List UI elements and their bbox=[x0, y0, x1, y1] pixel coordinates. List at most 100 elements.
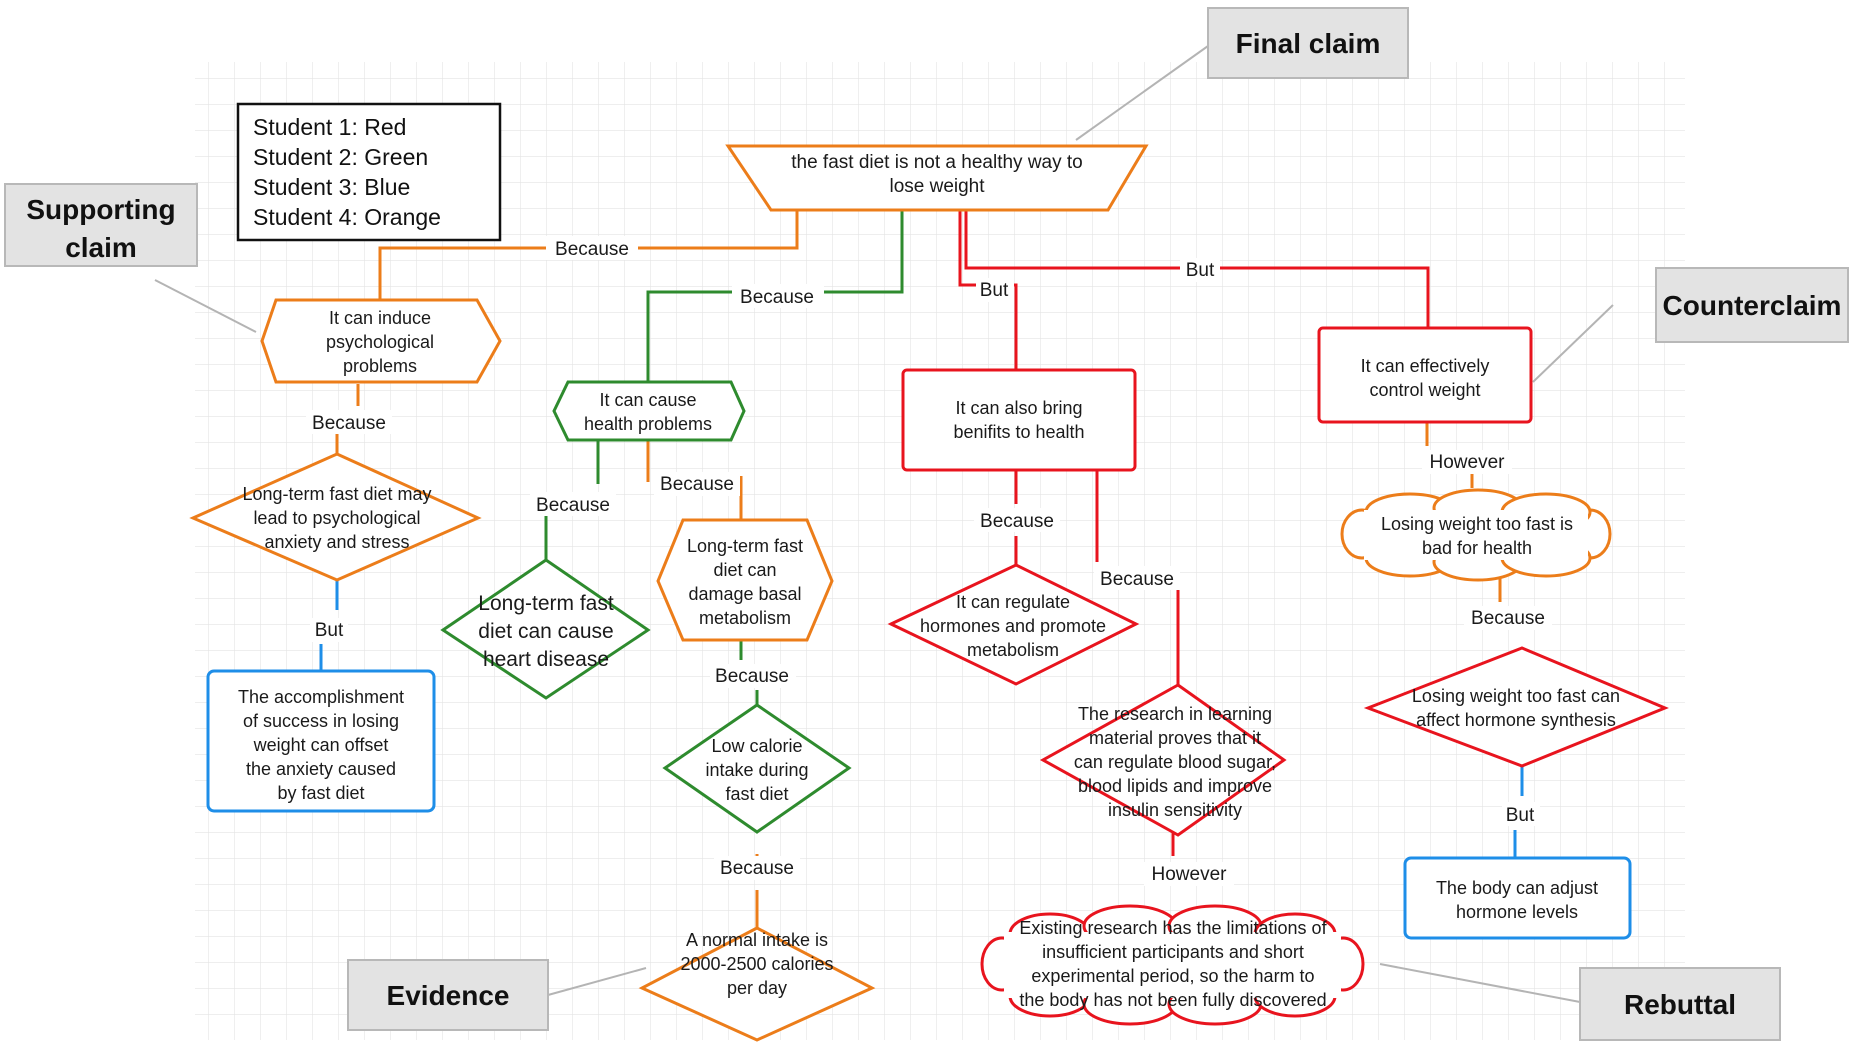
edge-but-red-a: But bbox=[980, 280, 1009, 301]
hormone-synthesis-text-2: affect hormone synthesis bbox=[1416, 710, 1616, 730]
research-proves-text-4: blood lipids and improve bbox=[1078, 776, 1272, 796]
psych-problems-text-1: It can induce bbox=[329, 308, 431, 328]
psych-problems-text-3: problems bbox=[343, 356, 417, 376]
offset-anxiety-text-5: by fast diet bbox=[277, 783, 364, 803]
legend-line-2: Student 2: Green bbox=[253, 144, 428, 170]
blue-connectors bbox=[319, 578, 1524, 858]
edge-because-research: Because bbox=[1100, 569, 1174, 590]
legend-line-4: Student 4: Orange bbox=[253, 204, 441, 230]
normal-intake-text-2: 2000-2500 calories bbox=[680, 954, 833, 974]
benefits-text-2: benifits to health bbox=[953, 422, 1084, 442]
callout-evidence-label: Evidence bbox=[387, 980, 510, 1011]
callout-final-claim-label: Final claim bbox=[1236, 28, 1381, 59]
heart-disease-text-1: Long-term fast bbox=[478, 592, 614, 615]
low-calorie-text-2: intake during bbox=[705, 760, 808, 780]
edge-however-research: However bbox=[1152, 864, 1228, 885]
health-problems-text-1: It can cause bbox=[599, 390, 696, 410]
legend-line-3: Student 3: Blue bbox=[253, 174, 410, 200]
body-adjust-text-2: hormone levels bbox=[1456, 902, 1578, 922]
basal-metabolism-node bbox=[656, 518, 834, 642]
research-limits-fill bbox=[1004, 932, 1341, 998]
research-limits-text-4: the body has not been fully discovered bbox=[1019, 990, 1326, 1010]
research-proves-text-5: insulin sensitivity bbox=[1108, 800, 1242, 820]
edge-but-blue-right: But bbox=[1506, 805, 1535, 826]
hormone-synthesis-text-1: Losing weight too fast can bbox=[1412, 686, 1620, 706]
offset-anxiety-node bbox=[206, 669, 436, 813]
basal-metabolism-text-2: diet can bbox=[713, 560, 776, 580]
benefits-node bbox=[901, 368, 1137, 472]
psych-anxiety-text-2: lead to psychological bbox=[253, 508, 420, 528]
offset-anxiety-text-4: the anxiety caused bbox=[246, 759, 396, 779]
offset-anxiety-text-1: The accomplishment bbox=[238, 687, 404, 707]
callout-final-claim: Final claim bbox=[1207, 7, 1409, 79]
edge-however-control: However bbox=[1430, 452, 1506, 473]
control-weight-text-1: It can effectively bbox=[1361, 356, 1490, 376]
low-calorie-node bbox=[662, 703, 852, 834]
callout-supporting-claim-label-2: claim bbox=[65, 232, 137, 263]
psych-anxiety-text-1: Long-term fast diet may bbox=[242, 484, 431, 504]
regulate-hormones-text-3: metabolism bbox=[967, 640, 1059, 660]
edge-because-heart: Because bbox=[536, 495, 610, 516]
hormone-synthesis-node bbox=[1363, 646, 1669, 768]
edge-because-lowcal: Because bbox=[715, 666, 789, 687]
edge-but-red-b: But bbox=[1186, 260, 1215, 281]
edge-because-hormones: Because bbox=[980, 511, 1054, 532]
heart-disease-text-3: heart disease bbox=[483, 648, 609, 671]
research-limits-text-3: experimental period, so the harm to bbox=[1031, 966, 1314, 986]
edge-because-synthesis: Because bbox=[1471, 608, 1545, 629]
callout-rebuttal: Rebuttal bbox=[1579, 967, 1781, 1041]
callout-rebuttal-label: Rebuttal bbox=[1624, 989, 1736, 1020]
edge-but-blue-left: But bbox=[315, 620, 344, 641]
health-problems-text-2: health problems bbox=[584, 414, 712, 434]
callout-counterclaim: Counterclaim bbox=[1655, 267, 1849, 343]
psych-anxiety-node bbox=[189, 452, 482, 582]
edge-labels: Because Because But But Because But Beca… bbox=[306, 236, 1552, 886]
callout-evidence: Evidence bbox=[347, 959, 549, 1031]
normal-intake-text-1: A normal intake is bbox=[686, 930, 828, 950]
edge-because-basal: Because bbox=[660, 474, 734, 495]
research-proves-text-1: The research in learning bbox=[1078, 704, 1272, 724]
final-claim-text-2: lose weight bbox=[889, 176, 985, 197]
psych-problems-node bbox=[260, 298, 502, 384]
low-calorie-text-1: Low calorie bbox=[711, 736, 802, 756]
callout-counterclaim-label: Counterclaim bbox=[1663, 290, 1842, 321]
research-limits-text-1: Existing research has the limitations of bbox=[1019, 918, 1327, 938]
low-calorie-text-3: fast diet bbox=[725, 784, 788, 804]
normal-intake-text-3: per day bbox=[727, 978, 787, 998]
research-proves-node bbox=[1039, 683, 1287, 837]
callout-supporting-claim: Supporting claim bbox=[4, 183, 198, 267]
legend-box bbox=[236, 102, 502, 242]
regulate-hormones-text-2: hormones and promote bbox=[920, 616, 1106, 636]
psych-anxiety-text-3: anxiety and stress bbox=[264, 532, 409, 552]
body-adjust-text-1: The body can adjust bbox=[1436, 878, 1598, 898]
psych-problems-text-2: psychological bbox=[326, 332, 434, 352]
final-claim-text-1: the fast diet is not a healthy way to bbox=[791, 152, 1083, 173]
regulate-hormones-text-1: It can regulate bbox=[956, 592, 1070, 612]
offset-anxiety-text-3: weight can offset bbox=[253, 735, 389, 755]
control-weight-text-2: control weight bbox=[1369, 380, 1480, 400]
research-proves-text-2: material proves that it bbox=[1089, 728, 1261, 748]
basal-metabolism-text-4: metabolism bbox=[699, 608, 791, 628]
callout-leaders bbox=[154, 45, 1614, 1003]
control-weight-node bbox=[1317, 326, 1533, 424]
offset-anxiety-text-2: of success in losing bbox=[243, 711, 399, 731]
health-problems-node bbox=[552, 380, 746, 442]
edge-because-green-top: Because bbox=[740, 287, 814, 308]
research-proves-text-3: can regulate blood sugar, bbox=[1074, 752, 1276, 772]
final-claim-node bbox=[725, 144, 1149, 212]
basal-metabolism-text-3: damage basal bbox=[688, 584, 801, 604]
legend-line-1: Student 1: Red bbox=[253, 114, 406, 140]
basal-metabolism-text-1: Long-term fast bbox=[687, 536, 803, 556]
heart-disease-text-2: diet can cause bbox=[478, 620, 613, 643]
callout-supporting-claim-label-1: Supporting bbox=[26, 194, 175, 225]
edge-because-normal: Because bbox=[720, 858, 794, 879]
edge-because-psych: Because bbox=[312, 413, 386, 434]
research-limits-text-2: insufficient participants and short bbox=[1042, 942, 1304, 962]
benefits-text-1: It can also bring bbox=[955, 398, 1082, 418]
edge-because-orange-top: Because bbox=[555, 239, 629, 260]
too-fast-bad-text-2: bad for health bbox=[1422, 538, 1532, 558]
normal-intake-node bbox=[638, 926, 876, 1042]
heart-disease-node bbox=[440, 558, 651, 700]
